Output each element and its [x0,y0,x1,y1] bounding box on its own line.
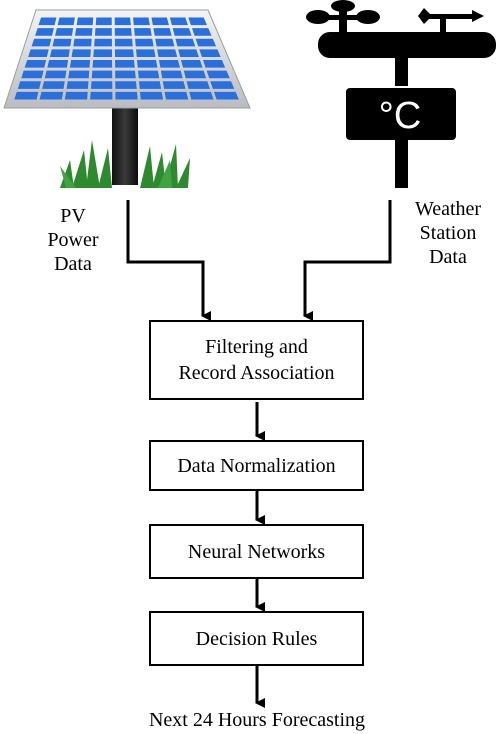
solar-cell [115,81,137,89]
output-forecasting-label: Next 24 Hours Forecasting [148,709,366,731]
solar-cell [39,91,64,100]
solar-cell [44,70,67,79]
solar-cell [90,81,113,89]
solar-cell [160,70,183,79]
solar-cell [114,17,131,26]
neural-networks-box: Neural Networks [149,524,364,579]
solar-cell [90,91,113,100]
solar-cell [64,91,88,100]
solar-cell [189,91,214,100]
solar-cell [49,49,70,57]
solar-cell [199,49,221,57]
solar-cell [55,28,74,36]
solar-cell [180,60,203,68]
solar-cell [164,91,189,100]
solar-cell [42,81,65,89]
solar-cell [94,38,112,47]
filtering-record-association-box: Filtering and Record Association [149,320,364,400]
data-normalization-box: Data Normalization [149,440,364,491]
solar-cell [206,70,230,79]
solar-cell [183,70,207,79]
solar-cell [195,38,217,47]
solar-cell [114,49,134,57]
solar-cell [91,70,113,79]
filtering-record-association-label: Filtering and Record Association [178,336,335,384]
solar-cell [92,60,113,68]
solar-cell [57,17,75,26]
solar-cell [66,81,89,89]
solar-cell [74,28,93,36]
solar-cell [115,70,136,79]
solar-cell [162,81,186,89]
solar-cell [191,28,212,36]
solar-cell [139,81,162,89]
solar-cell [69,60,91,68]
solar-cell [188,17,207,26]
solar-cell [140,91,163,100]
solar-cell [159,60,180,68]
solar-cell [186,81,210,89]
neural-networks-label: Neural Networks [187,540,326,563]
solar-cell [93,49,113,57]
solar-cell [95,17,112,26]
solar-cell [213,91,239,100]
solar-cell [35,28,54,36]
solar-cell [151,17,169,26]
solar-cell [76,17,94,26]
solar-cell [114,38,133,47]
solar-cell [169,17,188,26]
solar-cell [137,60,158,68]
solar-cell [73,38,92,47]
solar-cell [175,38,196,47]
weather-station-data-label: Weather Station Data [414,198,482,268]
solar-cell [31,38,52,47]
solar-cell [178,49,199,57]
solar-cell [210,81,235,89]
solar-cell [21,70,44,79]
arrow-pv-to-filter [126,200,211,321]
solar-cell [172,28,192,36]
pv-power-data-label: PV Power Data [47,205,99,275]
connectors [126,200,392,708]
solar-panel-icon [3,9,251,188]
data-normalization-label: Data Normalization [177,454,336,477]
thermometer-display-icon: °C [379,95,422,137]
solar-cell [202,60,226,68]
solar-cell [115,91,138,100]
solar-cell [24,60,47,68]
decision-rules-box: Decision Rules [149,611,364,666]
solar-cell [138,70,160,79]
solar-cell [135,38,154,47]
solar-cell [114,28,132,36]
arrow-weather-to-filter [303,200,392,321]
solar-cell [71,49,91,57]
grass-icon [60,140,190,188]
solar-cell [14,91,39,100]
solar-cell [157,49,178,57]
solar-cell [52,38,72,47]
weather-station-icon [306,0,496,188]
solar-cell [155,38,175,47]
solar-cell [47,60,69,68]
solar-cell [136,49,156,57]
solar-cell [68,70,90,79]
solar-cell [133,17,150,26]
solar-cell [28,49,49,57]
decision-rules-label: Decision Rules [195,627,318,650]
solar-cell [153,28,172,36]
solar-cell [115,60,135,68]
solar-cell [38,17,57,26]
solar-cell [94,28,112,36]
solar-cell [134,28,152,36]
solar-cell [17,81,41,89]
